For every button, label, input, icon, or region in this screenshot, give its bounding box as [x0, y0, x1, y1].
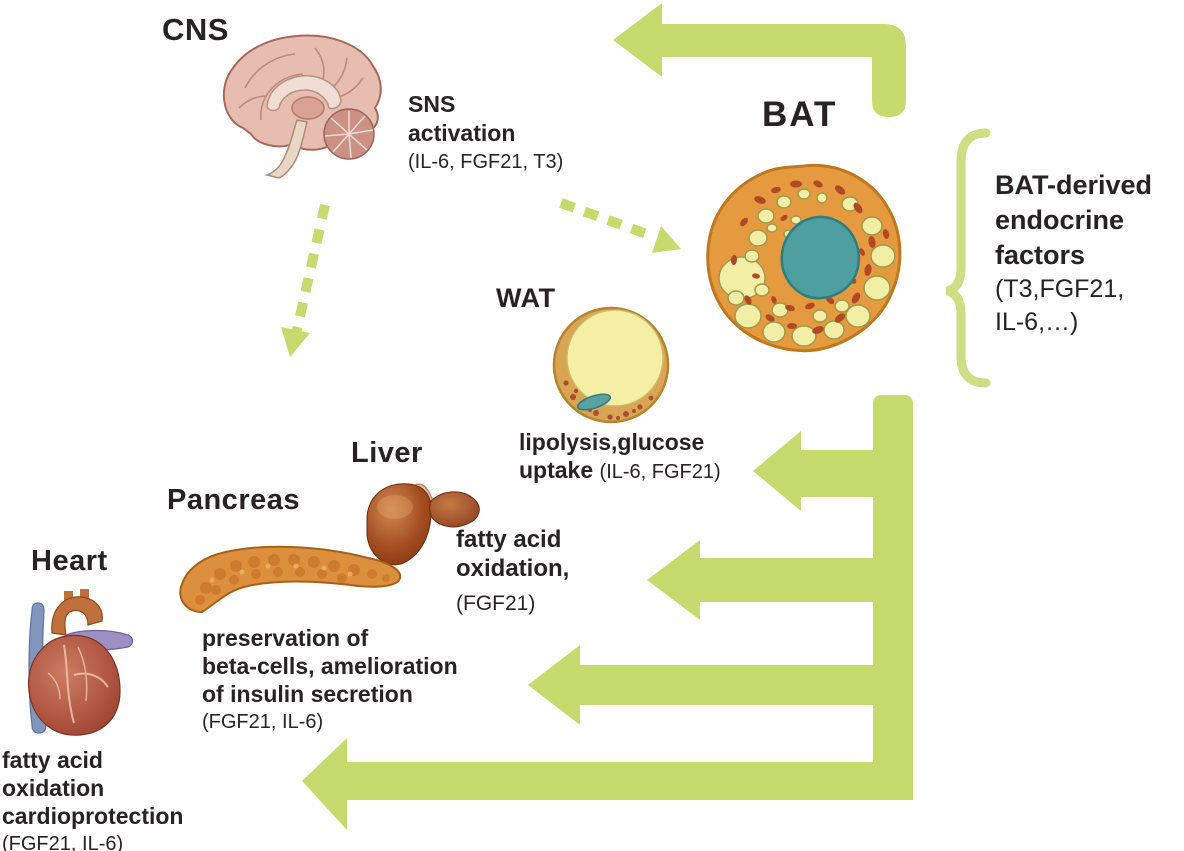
arrow-bat-to-cns — [613, 3, 906, 117]
lipid-droplets — [718, 188, 896, 347]
bat-factors-text: BAT-derived endocrine factors (T3,FGF21,… — [995, 170, 1153, 336]
cerebellum — [323, 108, 375, 160]
arrow-to-heart-head — [302, 738, 347, 830]
arrow-trunk — [873, 395, 913, 800]
wat-cell-illustration — [552, 306, 670, 424]
pancreas-effect-text: preservation of beta-cells, amelioration… — [202, 625, 458, 733]
sns-activation-text: SNS activation (IL-6, FGF21, T3) — [408, 91, 564, 173]
dashed-arrow-sns-to-bat — [559, 198, 681, 253]
arrow-to-liver-bar — [696, 558, 878, 602]
dashed-arrow-cns-down — [281, 203, 330, 357]
cns-label: CNS — [162, 12, 229, 47]
pancreas-texture — [195, 554, 390, 605]
wat-label: WAT — [496, 283, 556, 313]
mitochondria — [730, 180, 890, 334]
brain-illustration — [223, 34, 382, 179]
aorta — [51, 596, 103, 636]
arrow-to-pancreas-head — [528, 645, 580, 725]
arrow-to-pancreas-bar — [576, 665, 878, 705]
liver-label: Liver — [351, 437, 423, 469]
arrow-to-liver-head — [647, 540, 700, 620]
heart-label: Heart — [31, 545, 108, 577]
heart-illustration — [27, 589, 134, 736]
arrow-to-heart-bar — [342, 762, 913, 800]
brace — [945, 128, 991, 388]
bat-label: BAT — [762, 95, 838, 134]
liver-illustration — [366, 483, 480, 566]
pancreas-label: Pancreas — [167, 484, 300, 516]
heart-effect-text: fatty acid oxidation cardioprotection (F… — [2, 747, 184, 851]
liver-effect-text: fatty acid oxidation, (FGF21) — [456, 526, 570, 615]
heart-body — [27, 634, 121, 736]
bat-nucleus — [780, 215, 861, 300]
wat-nucleus — [576, 393, 612, 411]
pancreas-illustration — [179, 545, 402, 614]
bat-cell-illustration — [706, 163, 902, 353]
arrow-to-wat-head — [753, 431, 801, 511]
wat-effect-text: lipolysis,glucose uptake (IL-6, FGF21) — [519, 429, 721, 483]
arrow-to-wat-bar — [795, 450, 879, 497]
